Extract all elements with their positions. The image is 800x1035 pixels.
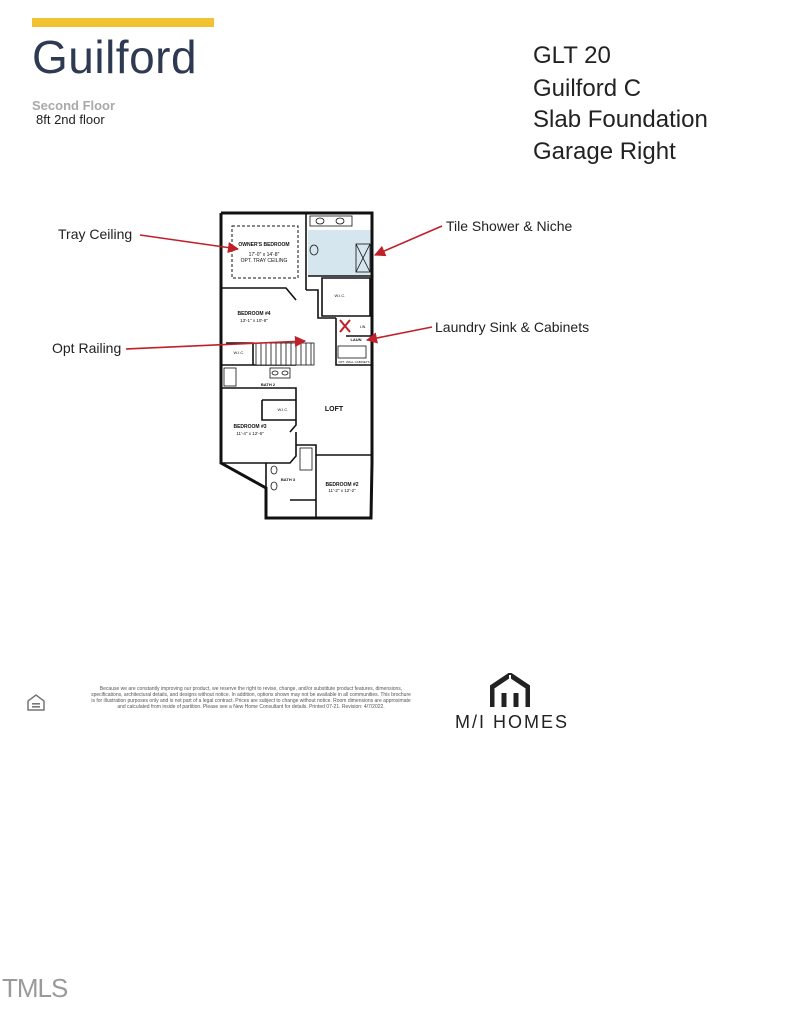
label-bedroom4-dims: 13'-1" x 10'-8" xyxy=(240,318,268,323)
arrow-tile-shower xyxy=(373,225,443,257)
equal-housing-icon xyxy=(27,694,45,711)
label-bedroom3-dims: 11'-4" x 12'-6" xyxy=(236,431,264,436)
shower-niche xyxy=(355,243,371,273)
foundation-type: Slab Foundation xyxy=(533,106,708,133)
label-linen: LIN. xyxy=(360,325,366,329)
label-wic-owner: W.I.C. xyxy=(335,293,346,298)
label-laundry: LAUN xyxy=(350,337,361,342)
label-bath2: BATH 2 xyxy=(261,382,276,387)
callout-tray-ceiling: Tray Ceiling xyxy=(58,226,133,242)
windows xyxy=(228,212,360,519)
callout-tile-shower: Tile Shower & Niche xyxy=(446,218,573,234)
label-loft: LOFT xyxy=(325,406,344,413)
garage-orientation: Garage Right xyxy=(533,138,676,165)
vanity-sinks xyxy=(223,215,367,491)
plan-elevation: Guilford C xyxy=(533,75,642,102)
lot-number: GLT 20 xyxy=(533,42,611,69)
label-opt-wall-cabinets: OPT. WALL CABINETS xyxy=(338,360,369,364)
exterior-walls xyxy=(219,211,374,520)
label-bedroom3: BEDROOM #3 xyxy=(233,424,266,430)
label-bath3: BATH 3 xyxy=(281,477,296,482)
laundry-x-mark xyxy=(339,319,351,333)
label-bedroom2-dims: 11'-2" x 12'-2" xyxy=(328,488,356,493)
label-owners-bedroom: OWNER'S BEDROOM xyxy=(238,242,289,248)
arrow-tray-ceiling xyxy=(139,234,240,254)
label-owners-opt: OPT. TRAY CEILING xyxy=(241,258,288,264)
title-accent-bar xyxy=(32,18,214,27)
floor-label: Second Floor xyxy=(32,98,116,113)
callout-opt-railing: Opt Railing xyxy=(52,340,122,356)
arrow-opt-railing xyxy=(125,335,307,350)
mls-watermark: TMLS xyxy=(2,973,68,1003)
label-bedroom2: BEDROOM #2 xyxy=(325,482,358,488)
label-bedroom4: BEDROOM #4 xyxy=(237,311,270,317)
disclaimer-text: Because we are constantly improving our … xyxy=(91,686,411,710)
label-owners-dims: 17'-0" x 14'-8" xyxy=(249,252,280,258)
room-labels: OWNER'S BEDROOM 17'-0" x 14'-8" OPT. TRA… xyxy=(233,242,369,493)
floor-note: 8ft 2nd floor xyxy=(36,112,105,127)
page-title: Guilford xyxy=(32,31,198,83)
callout-arrows xyxy=(125,225,443,350)
mi-homes-logo-icon xyxy=(490,673,530,707)
staircase xyxy=(255,342,315,366)
brand-name: M/I HOMES xyxy=(455,712,570,732)
shower-area xyxy=(308,230,372,276)
label-wic-bed4: W.I.C. xyxy=(234,350,245,355)
floorplan: OWNER'S BEDROOM 17'-0" x 14'-8" OPT. TRA… xyxy=(125,211,443,520)
label-wic-bed3: W.I.C. xyxy=(278,407,289,412)
arrow-laundry xyxy=(365,326,433,344)
callout-laundry: Laundry Sink & Cabinets xyxy=(435,319,590,335)
